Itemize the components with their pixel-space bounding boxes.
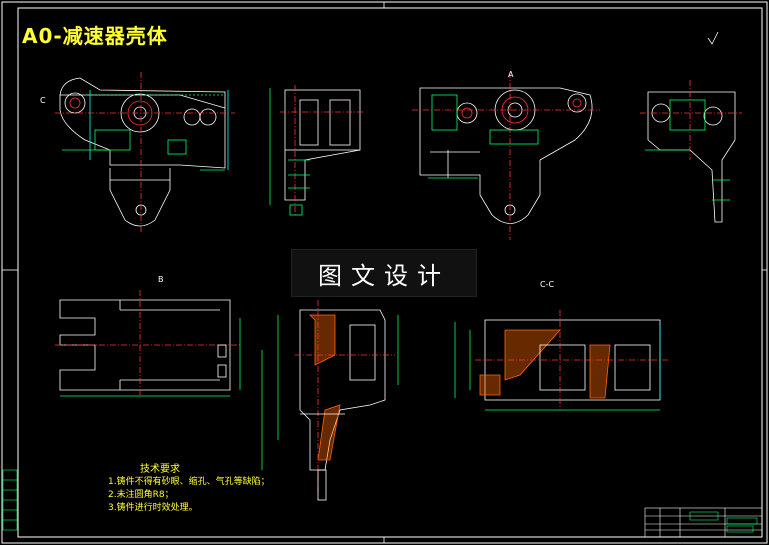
technical-requirements: 技术要求 1.铸件不得有砂眼、缩孔、气孔等缺陷； 2.未注圆角R8； 3.铸件进… [108,463,270,515]
label-section-cc: C-C [540,280,555,289]
view-side [269,85,365,216]
requirement-item: 3.铸件进行时效处理。 [108,503,198,513]
label-view-a: A [508,70,514,79]
requirement-item: 2.未注圆角R8； [108,490,174,500]
view-right [640,80,742,223]
drawing-title: A0-减速器壳体 [22,24,168,48]
label-view-b: B [158,275,164,284]
watermark-text: 图文设计 [318,261,450,290]
requirement-item: 1.铸件不得有砂眼、缩孔、气孔等缺陷； [108,477,270,487]
view-b [55,290,241,400]
watermark-banner: 图文设计 [291,249,477,297]
label-left-c: C [40,96,46,105]
left-strip [2,469,18,531]
title-block [644,507,763,538]
inner-border [17,7,763,538]
requirements-heading: 技术要求 [140,464,180,475]
view-section-cc [454,310,668,411]
view-section-vertical [261,300,399,501]
view-a [412,72,600,240]
roughness-symbol [707,31,719,45]
view-main [55,72,235,232]
